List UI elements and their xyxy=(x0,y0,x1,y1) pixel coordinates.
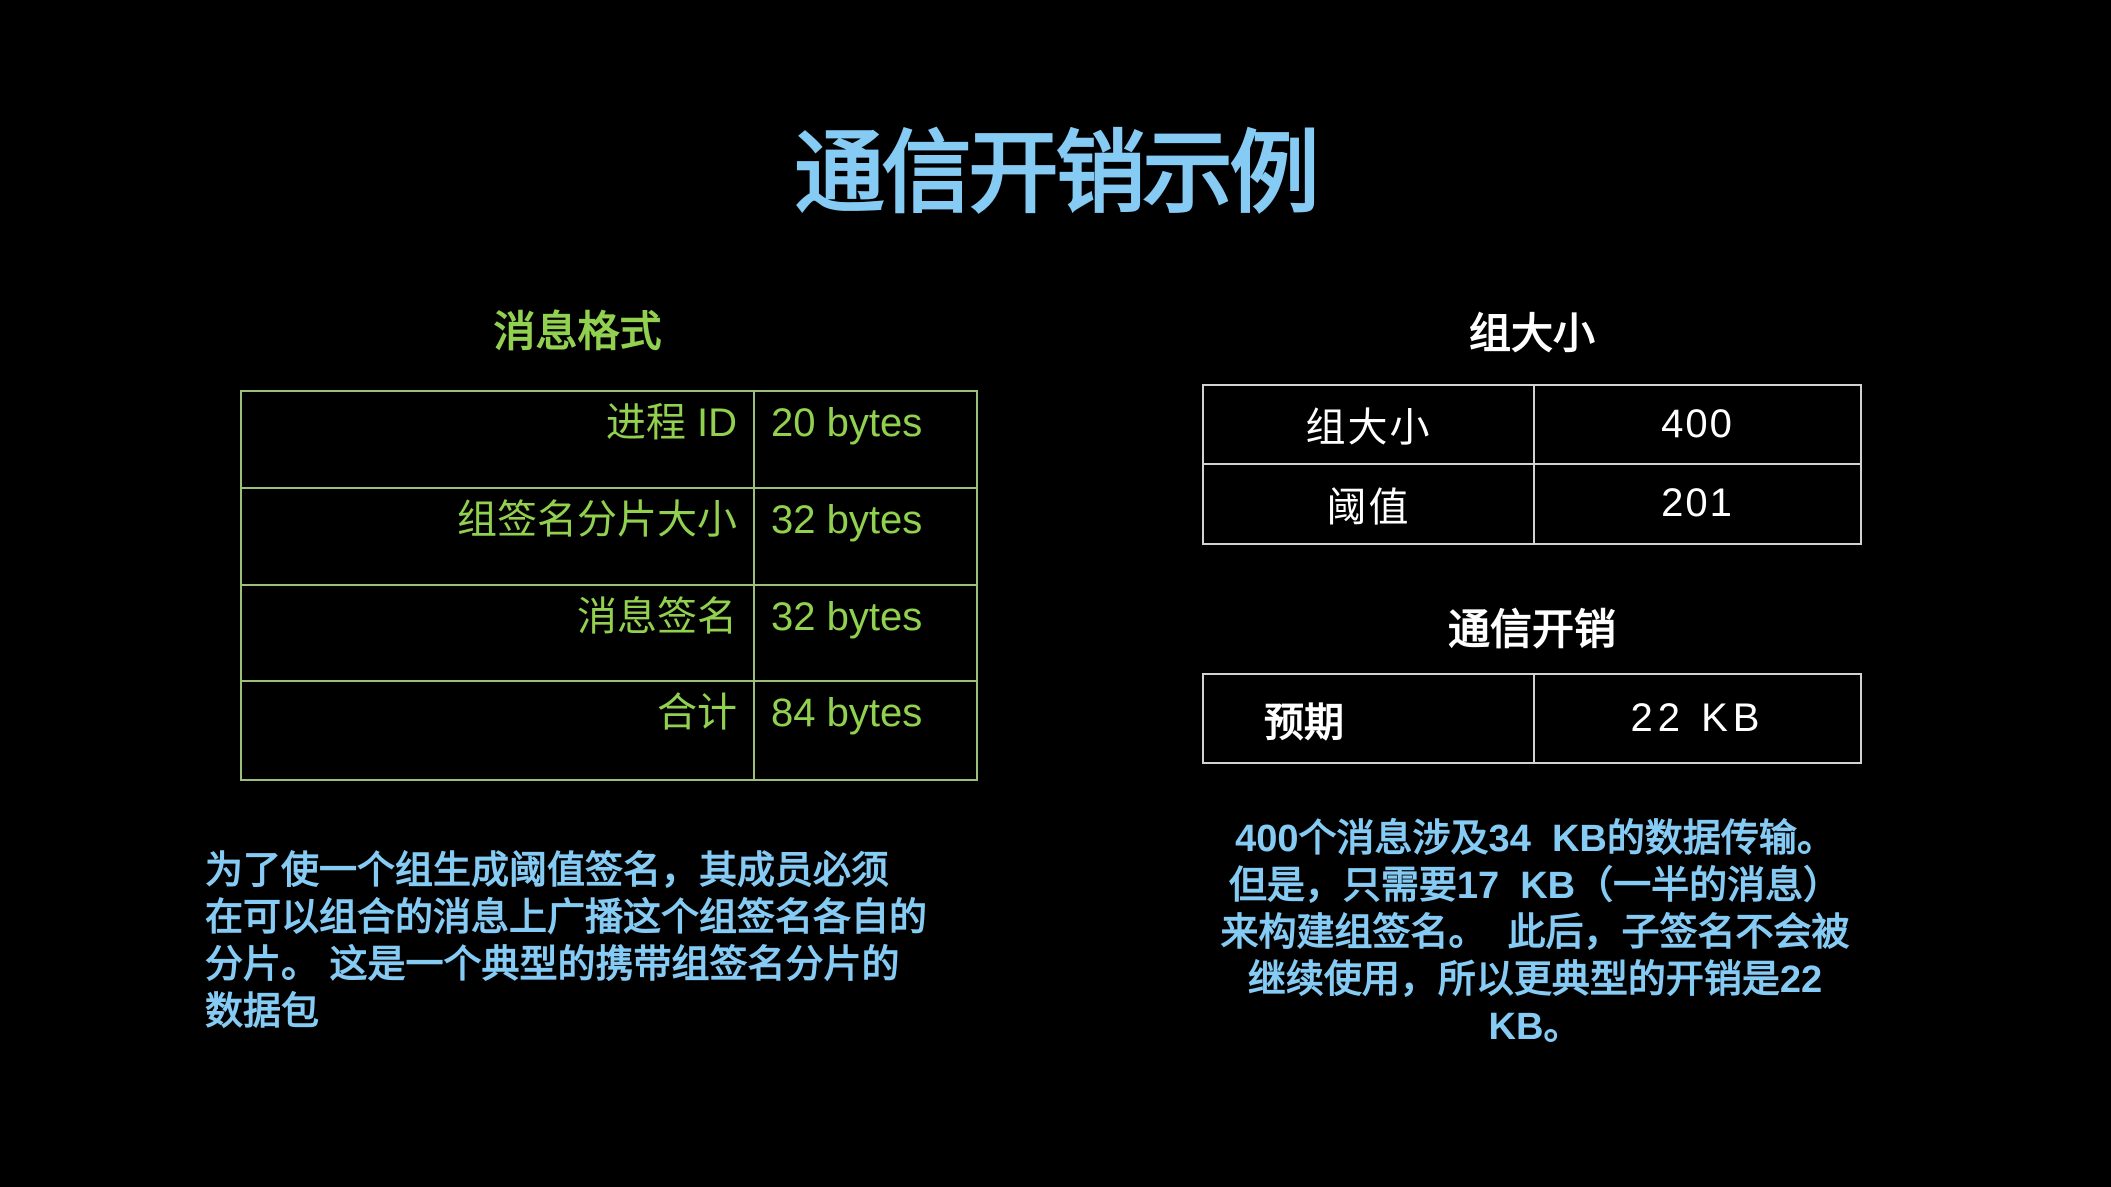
message-format-row-value: 32 bytes xyxy=(755,586,976,683)
group-size-row-value: 400 xyxy=(1535,386,1860,465)
left-note-text: 为了使一个组生成阈值签名，其成员必须 在可以组合的消息上广播这个组签名各自的 分… xyxy=(205,850,928,1033)
group-size-heading: 组大小 xyxy=(1468,310,1595,357)
message-format-row-label: 合计 xyxy=(242,682,755,779)
overhead-row-label: 预期 xyxy=(1204,675,1535,762)
message-format-table: 进程 ID 20 bytes 组签名分片大小 32 bytes 消息签名 32 … xyxy=(240,390,978,781)
message-format-row-value: 20 bytes xyxy=(755,392,976,489)
overhead-table: 预期 22 KB xyxy=(1202,673,1862,764)
message-format-row-label: 消息签名 xyxy=(242,585,755,683)
group-size-row-value: 201 xyxy=(1661,481,1734,526)
group-size-row-label: 阈值 xyxy=(1204,464,1535,543)
overhead-heading: 通信开销 xyxy=(1447,606,1616,653)
message-format-row-label: 进程 ID xyxy=(242,392,755,489)
message-format-row-value: 32 bytes xyxy=(755,489,976,586)
message-format-row-value: 84 bytes xyxy=(771,691,923,736)
overhead-row-value: 22 KB xyxy=(1630,696,1765,740)
group-size-table: 组大小 400 阈值 201 xyxy=(1202,384,1862,545)
message-format-heading: 消息格式 xyxy=(493,308,662,355)
right-note-text: 400个消息涉及34 KB的数据传输。 但是，只需要17 KB（一半的消息） 来… xyxy=(1220,818,1850,1048)
group-size-row-label: 组大小 xyxy=(1204,386,1535,465)
message-format-row-label: 组签名分片大小 xyxy=(242,488,755,586)
slide-title: 通信开销示例 xyxy=(794,124,1320,224)
